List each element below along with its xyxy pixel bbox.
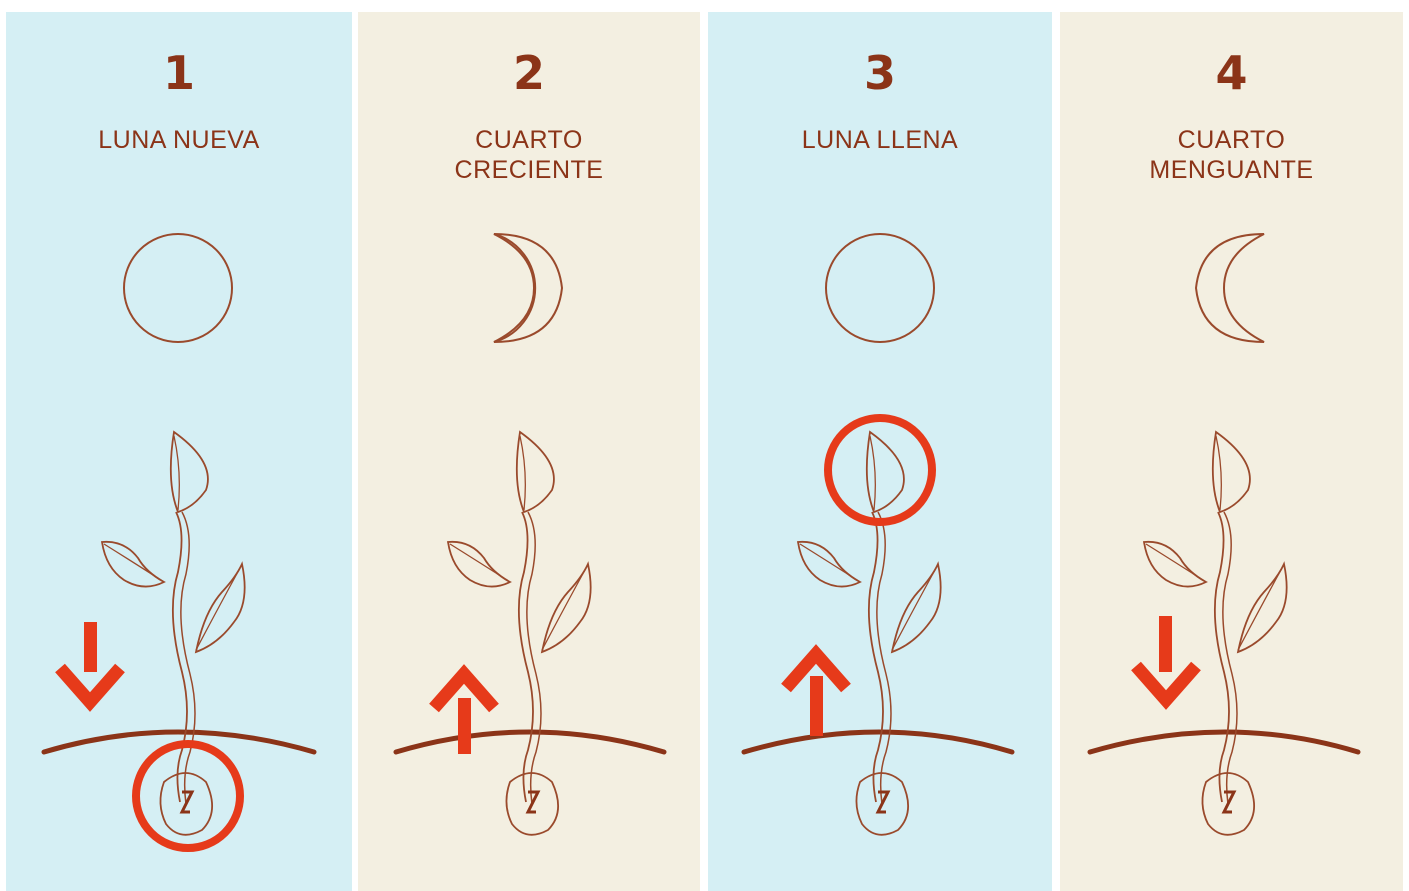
full-moon-icon bbox=[826, 234, 934, 342]
highlight-circle-top-leaf bbox=[828, 418, 932, 522]
plant-icon bbox=[744, 432, 1012, 835]
up-arrow-icon bbox=[786, 654, 846, 736]
plant-icon bbox=[396, 432, 664, 835]
plant-icon bbox=[1090, 432, 1358, 835]
phase-panel-1: 1 LUNA NUEVA bbox=[6, 12, 352, 891]
down-arrow-icon bbox=[1136, 616, 1196, 700]
waning-crescent-icon bbox=[1196, 234, 1264, 342]
phase-illustration bbox=[358, 12, 700, 891]
down-arrow-icon bbox=[60, 622, 120, 702]
phase-panel-2: 2 CUARTO CRECIENTE bbox=[358, 12, 700, 891]
phase-illustration bbox=[6, 12, 352, 891]
phase-panel-3: 3 LUNA LLENA bbox=[708, 12, 1052, 891]
new-moon-icon bbox=[124, 234, 232, 342]
phase-illustration bbox=[1060, 12, 1403, 891]
waxing-crescent-icon bbox=[494, 234, 562, 342]
phase-panel-4: 4 CUARTO MENGUANTE bbox=[1060, 12, 1403, 891]
phase-illustration bbox=[708, 12, 1052, 891]
